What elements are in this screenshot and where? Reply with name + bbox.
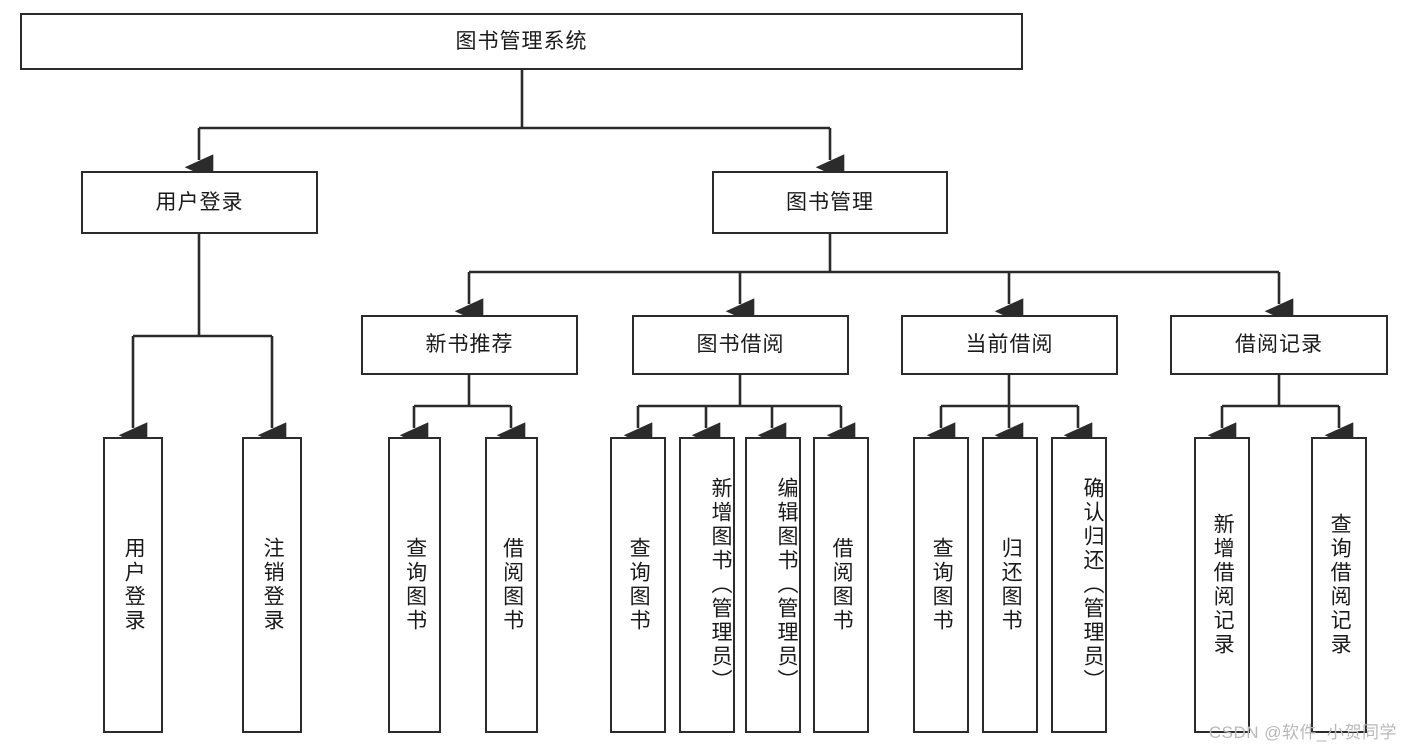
leaf-label: 查询图书	[627, 537, 651, 633]
leaf-current-borrow-query[interactable]: 查询图书	[913, 437, 969, 733]
leaf-user-login-signin[interactable]: 用户登录	[103, 437, 163, 733]
leaf-label: 借阅图书	[500, 537, 524, 633]
leaf-current-borrow-return[interactable]: 归还图书	[982, 437, 1038, 733]
leaf-book-borrow-edit[interactable]: 编辑图书（管理员）	[745, 437, 801, 733]
leaf-label: 注销登录	[261, 537, 285, 633]
leaf-label: 确认归还（管理员）	[1081, 477, 1104, 693]
leaf-label: 查询图书	[403, 537, 427, 633]
leaf-label: 借阅图书	[830, 537, 854, 633]
node-user-login[interactable]: 用户登录	[81, 171, 318, 234]
leaf-label: 查询借阅记录	[1328, 513, 1352, 657]
node-current-borrow-label: 当前借阅	[965, 333, 1054, 357]
leaf-label: 用户登录	[122, 537, 146, 633]
node-book-borrow-label: 图书借阅	[696, 333, 785, 357]
watermark: CSDN @软件_小贺同学	[1208, 723, 1397, 742]
node-root[interactable]: 图书管理系统	[20, 13, 1023, 70]
node-book-management-label: 图书管理	[786, 190, 874, 214]
leaf-new-book-borrow[interactable]: 借阅图书	[485, 437, 538, 733]
node-borrow-record-label: 借阅记录	[1235, 333, 1323, 357]
leaf-label: 归还图书	[999, 537, 1023, 633]
node-user-login-label: 用户登录	[155, 190, 244, 214]
leaf-label: 新增图书（管理员）	[709, 477, 732, 693]
leaf-current-borrow-confirm[interactable]: 确认归还（管理员）	[1051, 437, 1107, 733]
leaf-book-borrow-lend[interactable]: 借阅图书	[813, 437, 869, 733]
leaf-borrow-record-query[interactable]: 查询借阅记录	[1311, 437, 1367, 733]
leaf-book-borrow-query[interactable]: 查询图书	[610, 437, 666, 733]
leaf-borrow-record-add[interactable]: 新增借阅记录	[1194, 437, 1250, 733]
leaf-label: 查询图书	[930, 537, 954, 633]
leaf-book-borrow-add[interactable]: 新增图书（管理员）	[679, 437, 735, 733]
node-new-book-recommend-label: 新书推荐	[425, 333, 514, 357]
leaf-label: 新增借阅记录	[1211, 513, 1235, 657]
leaf-label: 编辑图书（管理员）	[775, 477, 798, 693]
node-book-borrow[interactable]: 图书借阅	[632, 315, 849, 375]
node-root-label: 图书管理系统	[455, 29, 588, 53]
node-current-borrow[interactable]: 当前借阅	[901, 315, 1118, 375]
node-book-management[interactable]: 图书管理	[712, 171, 948, 234]
leaf-user-login-signout[interactable]: 注销登录	[242, 437, 302, 733]
leaf-new-book-query[interactable]: 查询图书	[388, 437, 441, 733]
node-borrow-record[interactable]: 借阅记录	[1170, 315, 1388, 375]
node-new-book-recommend[interactable]: 新书推荐	[361, 315, 578, 375]
